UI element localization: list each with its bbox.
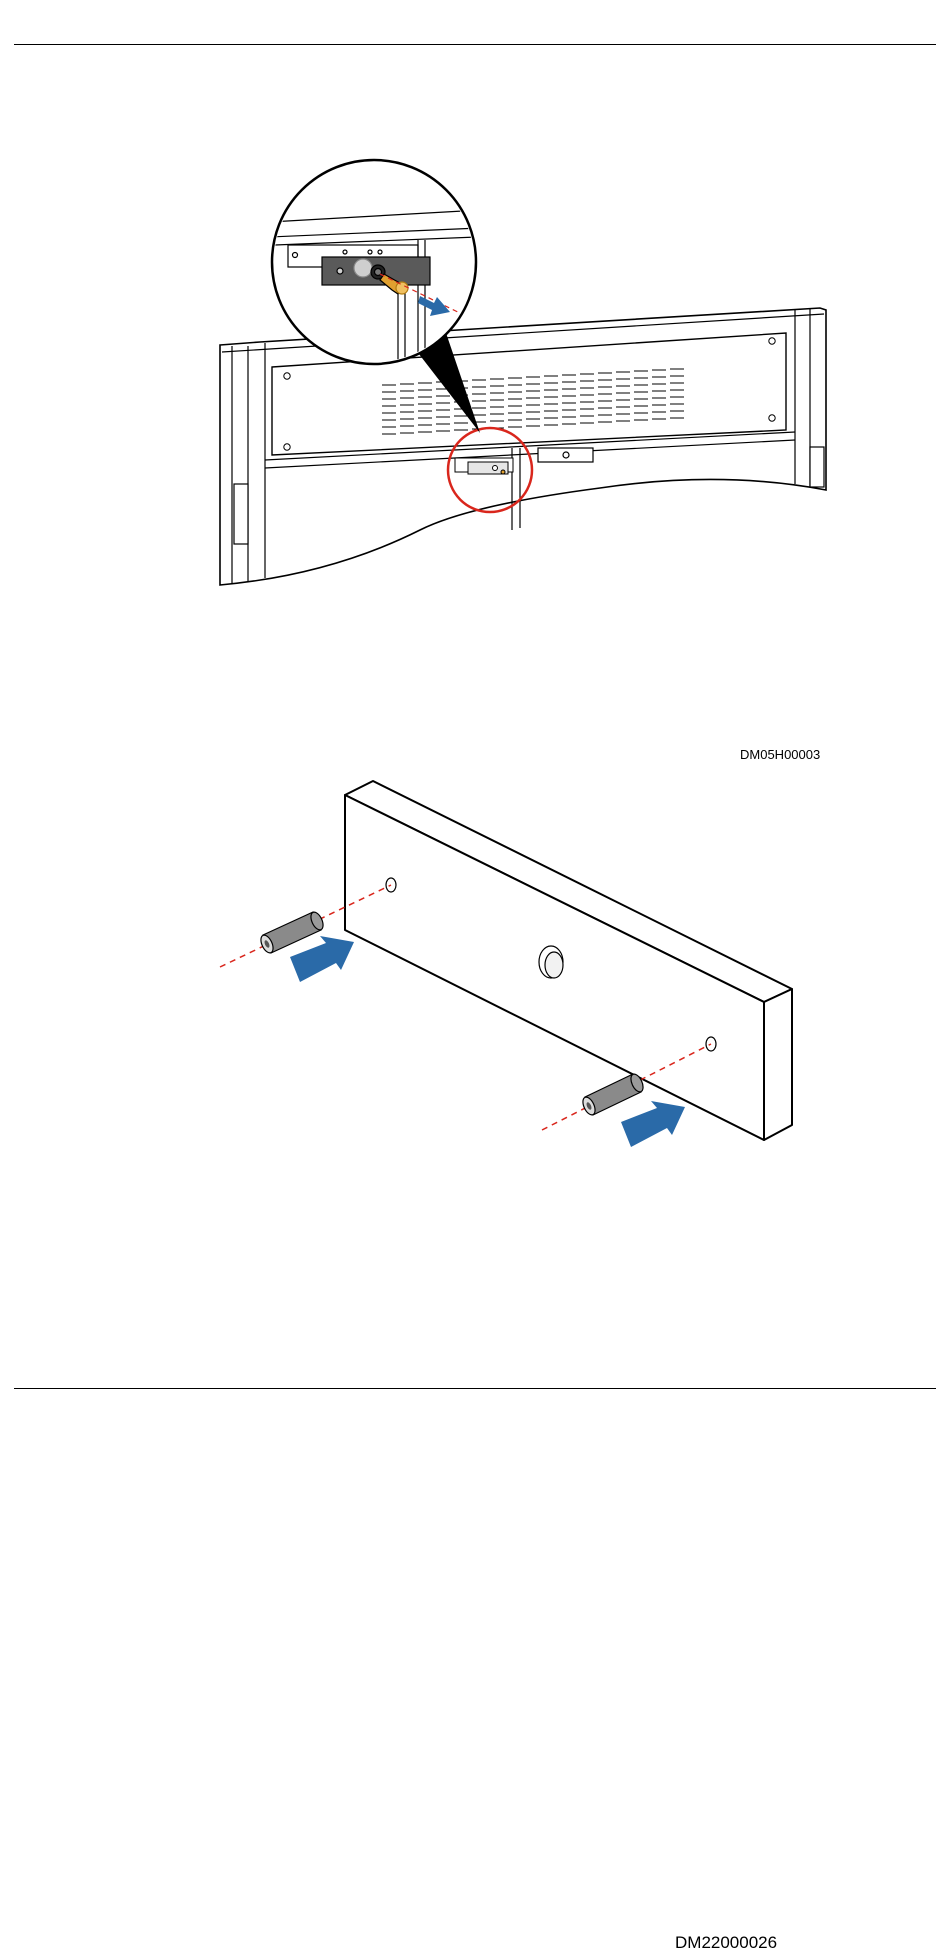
insert-arrow-left	[290, 936, 354, 982]
figure-code: DM05H00003	[740, 747, 820, 762]
figure-cabinet-frame: DM05H00003	[0, 150, 950, 620]
guide-pin-right	[580, 1072, 645, 1116]
header-rule	[14, 44, 936, 45]
insert-arrow-right	[621, 1101, 685, 1147]
figure-guide-pins: DM22000026	[0, 770, 950, 1190]
cabinet-frame-illustration	[0, 150, 950, 620]
figure-code: DM22000026	[675, 1933, 777, 1953]
footer-rule	[14, 1388, 936, 1389]
guide-pin-illustration	[0, 770, 950, 1190]
